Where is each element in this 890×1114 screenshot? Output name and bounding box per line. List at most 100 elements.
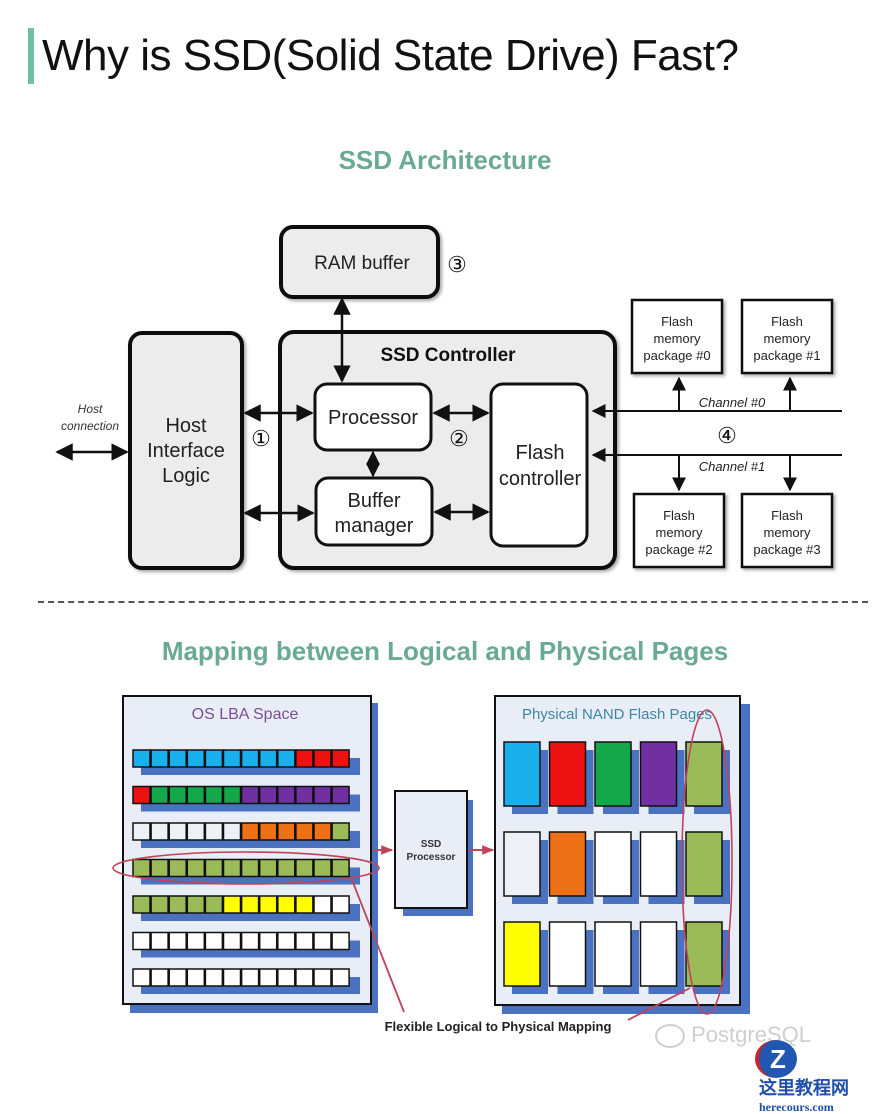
lba-cell — [132, 895, 151, 914]
nand-page — [685, 741, 723, 807]
lba-cell — [313, 968, 332, 987]
lba-cell — [168, 785, 187, 805]
lba-cell — [258, 749, 278, 768]
host-interface-logic-box: Host Interface Logic — [128, 331, 244, 570]
lba-cell — [331, 785, 350, 805]
svg-text:package #1: package #1 — [753, 348, 820, 363]
lba-cell — [295, 749, 314, 768]
lba-cell — [240, 749, 260, 768]
nand-page — [503, 921, 541, 987]
lba-cell — [222, 749, 242, 768]
nand-page — [685, 831, 723, 897]
lba-cell — [150, 858, 169, 878]
lba-cell — [295, 968, 314, 987]
lba-cell — [240, 895, 260, 914]
lba-cell — [295, 931, 314, 951]
lba-cell — [186, 895, 206, 914]
nand-page — [503, 831, 541, 897]
nand-page — [594, 921, 632, 987]
lba-cell — [240, 931, 260, 951]
lba-cell — [313, 895, 332, 914]
marker-1: ① — [251, 426, 271, 451]
lba-cell — [168, 895, 187, 914]
lba-cell — [150, 895, 169, 914]
marker-3: ③ — [447, 252, 467, 277]
lba-cell — [313, 822, 332, 841]
nand-page — [548, 831, 587, 897]
svg-text:Flash: Flash — [771, 314, 803, 329]
lba-cell — [258, 822, 278, 841]
lba-cell-grid — [132, 749, 360, 994]
lba-cell — [222, 895, 242, 914]
lba-cell — [277, 931, 296, 951]
lba-cell — [313, 858, 332, 878]
lba-cell — [277, 822, 296, 841]
caption-pointer-right — [627, 987, 691, 1021]
svg-text:Flash: Flash — [771, 508, 803, 523]
lba-cell — [277, 785, 296, 805]
flash-package-2: Flash memory package #2 — [632, 492, 726, 569]
lba-cell — [132, 931, 151, 951]
lba-cell — [204, 785, 224, 805]
lba-cell — [258, 785, 278, 805]
flash-package-1: Flash memory package #1 — [740, 298, 834, 375]
nand-highlight-ellipse — [681, 709, 733, 1015]
flash-package-0: Flash memory package #0 — [630, 298, 724, 375]
watermark-wechat: PostgreSQL — [655, 1022, 811, 1049]
lba-cell — [186, 822, 206, 841]
page-title: Why is SSD(Solid State Drive) Fast? — [42, 31, 739, 80]
ssd-architecture-diagram: RAM buffer ③ Host Interface Logic Host c… — [55, 225, 842, 570]
nand-page — [639, 921, 678, 987]
lba-cell — [168, 931, 187, 951]
nand-page — [503, 741, 541, 807]
title-accent-bar — [28, 28, 34, 84]
lba-cell — [331, 968, 350, 987]
lba-cell — [295, 895, 314, 914]
buffer-manager-line2: manager — [335, 515, 414, 537]
lba-cell — [150, 931, 169, 951]
lba-cell — [132, 749, 151, 768]
lba-title: OS LBA Space — [192, 706, 299, 723]
lba-cell — [277, 895, 296, 914]
lba-cell — [331, 822, 350, 841]
flash-package-3: Flash memory package #3 — [740, 492, 834, 569]
svg-text:package #3: package #3 — [753, 542, 820, 557]
svg-text:Flash: Flash — [663, 508, 695, 523]
nand-cell-grid — [503, 741, 730, 994]
lba-cell — [331, 749, 350, 768]
lba-cell — [186, 749, 206, 768]
lba-cell — [204, 931, 224, 951]
lba-highlight-ellipse — [112, 851, 380, 885]
ssd-processor-line2: Processor — [407, 852, 456, 863]
host-interface-line3: Logic — [162, 465, 210, 487]
lba-cell — [204, 895, 224, 914]
lba-cell — [240, 785, 260, 805]
lba-cell — [258, 968, 278, 987]
host-connection-line2: connection — [61, 419, 119, 433]
lba-cell — [222, 785, 242, 805]
section-divider — [38, 601, 868, 603]
host-connection-line1: Host — [78, 402, 103, 416]
ram-buffer-label: RAM buffer — [314, 253, 410, 274]
site-logo-icon: Z — [755, 1040, 797, 1078]
watermark-site: Z 这里教程网 herecours.com — [755, 1040, 890, 1114]
host-interface-line2: Interface — [147, 440, 225, 462]
ssd-processor-line1: SSD — [421, 839, 442, 850]
lba-cell — [168, 749, 187, 768]
lba-cell — [258, 931, 278, 951]
lba-cell — [331, 931, 350, 951]
svg-text:memory: memory — [654, 331, 701, 346]
lba-cell — [295, 785, 314, 805]
lba-cell — [222, 931, 242, 951]
architecture-heading: SSD Architecture — [338, 145, 552, 175]
svg-text:package #2: package #2 — [645, 542, 712, 557]
ssd-controller-label: SSD Controller — [380, 345, 516, 366]
mapping-heading: Mapping between Logical and Physical Pag… — [161, 636, 729, 666]
svg-text:memory: memory — [764, 525, 811, 540]
mapping-caption: Flexible Logical to Physical Mapping — [385, 1019, 612, 1034]
ram-buffer-box: RAM buffer — [279, 225, 440, 299]
lba-cell — [240, 822, 260, 841]
flash-controller-line1: Flash — [516, 442, 565, 464]
svg-text:memory: memory — [656, 525, 703, 540]
nand-page — [548, 741, 587, 807]
